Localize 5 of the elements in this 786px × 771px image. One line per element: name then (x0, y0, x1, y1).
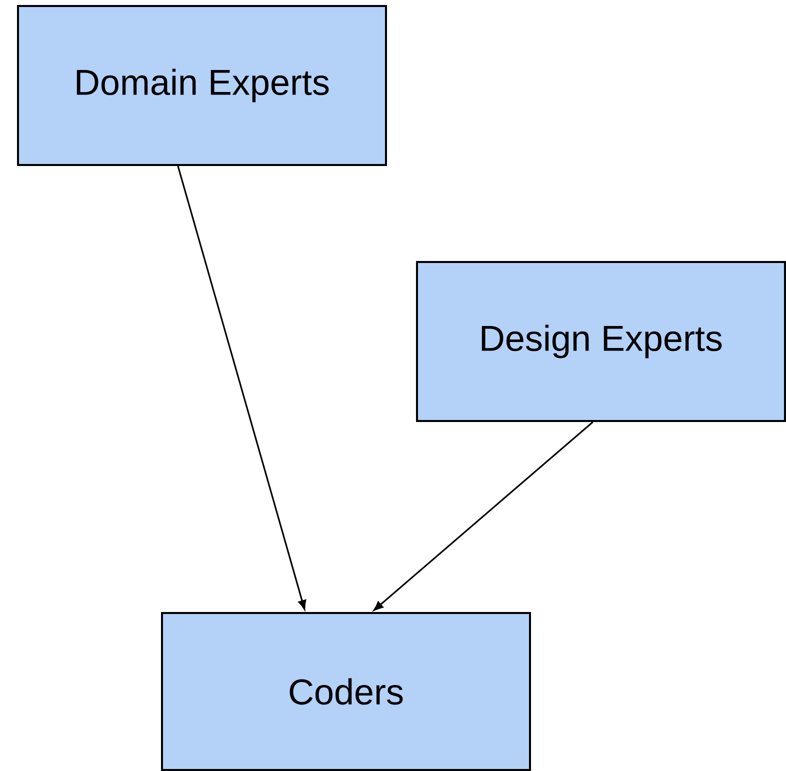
arrow (177, 166, 306, 610)
box: Design Experts (416, 261, 786, 422)
arrow (374, 421, 594, 611)
box: Coders (161, 612, 531, 771)
box: Domain Experts (17, 5, 387, 166)
